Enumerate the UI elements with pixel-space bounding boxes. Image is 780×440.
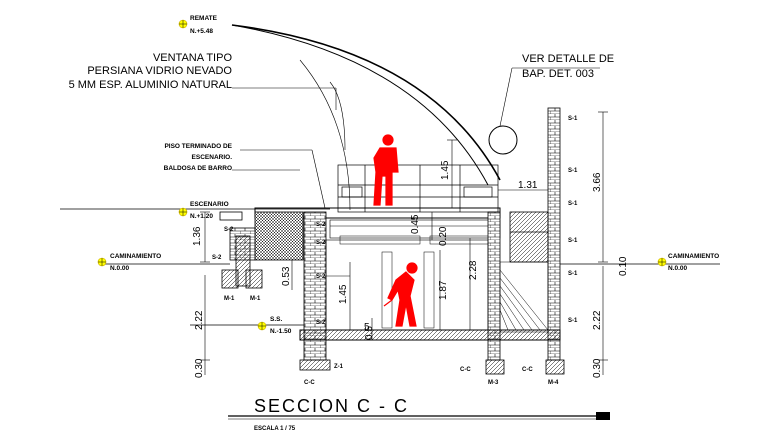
dim-222-left: 2.22 — [194, 310, 205, 330]
tag-s1-e: S-1 — [568, 271, 578, 277]
dim-05: 0.5 — [364, 326, 375, 340]
level-marker-ss — [257, 321, 267, 331]
dim-187: 1.87 — [438, 280, 449, 300]
columns — [235, 107, 561, 361]
tag-m1-b: M-1 — [250, 296, 261, 302]
level-marker-escenario — [178, 207, 188, 217]
tag-s1-b: S-1 — [568, 168, 578, 174]
dim-030-left: 0.30 — [194, 358, 205, 378]
level-lines — [60, 208, 720, 326]
element-tags: S-1 S-1 S-1 S-1 S-1 S-1 S-2 S-2 S-2 S-2 … — [212, 116, 578, 386]
footing-m4 — [545, 359, 565, 375]
label-caminamiento-left: CAMINAMIENTO — [110, 253, 161, 260]
label-escenario: ESCENARIO — [190, 201, 229, 208]
tag-s1-a: S-1 — [568, 116, 578, 122]
tag-s2-c: S-2 — [316, 274, 326, 280]
title-end-mark — [596, 412, 610, 420]
dim-145-mid: 1.45 — [338, 284, 349, 304]
label-window-1: VENTANA TIPO — [153, 52, 233, 64]
stage-slab — [219, 207, 501, 261]
dim-131: 1.31 — [518, 180, 538, 191]
footing-z1 — [299, 359, 331, 371]
annotations: REMATE N.+5.48 VENTANA TIPO PERSIANA VID… — [69, 15, 720, 335]
tag-s2-e: S-2 — [224, 227, 234, 233]
drawing-title: SECCION C - C ESCALA 1 / 75 — [228, 396, 610, 432]
dim-228: 2.28 — [468, 260, 479, 280]
label-window-3: 5 MM ESP. ALUMINIO NATURAL — [69, 79, 232, 91]
dim-045: 0.45 — [410, 214, 421, 234]
label-window-2: PERSIANA VIDRIO NEVADO — [87, 65, 232, 77]
dim-010: 0.10 — [618, 256, 629, 276]
tag-cc-left: C-C — [304, 380, 315, 386]
upper-frame — [337, 164, 499, 213]
title-main: SECCION C - C — [254, 396, 409, 416]
tag-s2-f: S-2 — [212, 255, 222, 261]
footing-m1-b — [245, 269, 263, 289]
detail-callout-circle — [488, 125, 518, 155]
person-standing — [373, 134, 399, 206]
label-ss: S.S. — [270, 316, 282, 323]
leaders — [232, 67, 600, 209]
level-marker-remate — [178, 19, 188, 29]
dimension-lines — [200, 111, 608, 375]
tag-m3: M-3 — [488, 380, 499, 386]
foundations — [221, 269, 565, 375]
label-remate: REMATE — [190, 15, 218, 22]
label-caminamiento-left-level: N.0.00 — [110, 265, 130, 272]
dim-030-right: 0.30 — [592, 358, 603, 378]
dim-222-right: 2.22 — [592, 310, 603, 330]
level-marker-caminamiento-right — [657, 257, 667, 267]
level-markers — [97, 19, 667, 331]
label-remate-level: N.+5.48 — [190, 28, 213, 35]
dim-020: 0.20 — [438, 226, 449, 246]
tag-s2-a: S-2 — [316, 222, 326, 228]
title-scale: ESCALA 1 / 75 — [254, 426, 296, 432]
column-right-tall — [547, 107, 561, 361]
label-detail-1: VER DETALLE DE — [522, 53, 614, 65]
label-floor-2: ESCENARIO. — [192, 154, 233, 161]
label-detail-2: BAP. DET. 003 — [522, 68, 594, 80]
tag-s2-b: S-2 — [316, 240, 326, 246]
label-caminamiento-right: CAMINAMIENTO — [668, 253, 719, 260]
tag-s1-d: S-1 — [568, 238, 578, 244]
dim-053: 0.53 — [281, 266, 292, 286]
tag-cc-mid: C-C — [460, 367, 471, 373]
dim-366: 3.66 — [592, 172, 603, 192]
roof-arc — [231, 24, 501, 211]
footing-m3 — [485, 359, 505, 375]
tag-z1: Z-1 — [334, 364, 344, 370]
footing-m1-a — [221, 269, 239, 289]
label-caminamiento-right-level: N.0.00 — [668, 265, 688, 272]
dimension-labels: 1.45 1.31 3.66 1.36 0.45 0.20 0.53 1.45 … — [192, 160, 629, 378]
label-floor-3: BALDOSA DE BARRO — [164, 165, 232, 172]
tag-m1-a: M-1 — [224, 296, 235, 302]
tag-cc-right: C-C — [522, 367, 533, 373]
label-ss-level: N.-1.50 — [270, 328, 292, 335]
lower-room — [299, 239, 561, 341]
level-marker-caminamiento-left — [97, 257, 107, 267]
tag-m4: M-4 — [548, 380, 559, 386]
tag-s1-c: S-1 — [568, 201, 578, 207]
stairs — [499, 261, 549, 333]
dim-145-top: 1.45 — [440, 160, 451, 180]
label-escenario-level: N.+1.20 — [190, 213, 213, 220]
railing-block — [509, 211, 549, 263]
tag-s1-f: S-1 — [568, 318, 578, 324]
dim-5: 5 — [364, 322, 370, 333]
label-floor-1: PISO TERMINADO DE — [164, 143, 232, 150]
tag-s2-d: S-2 — [316, 320, 326, 326]
person-bending — [383, 262, 418, 327]
dim-136: 1.36 — [192, 226, 203, 246]
